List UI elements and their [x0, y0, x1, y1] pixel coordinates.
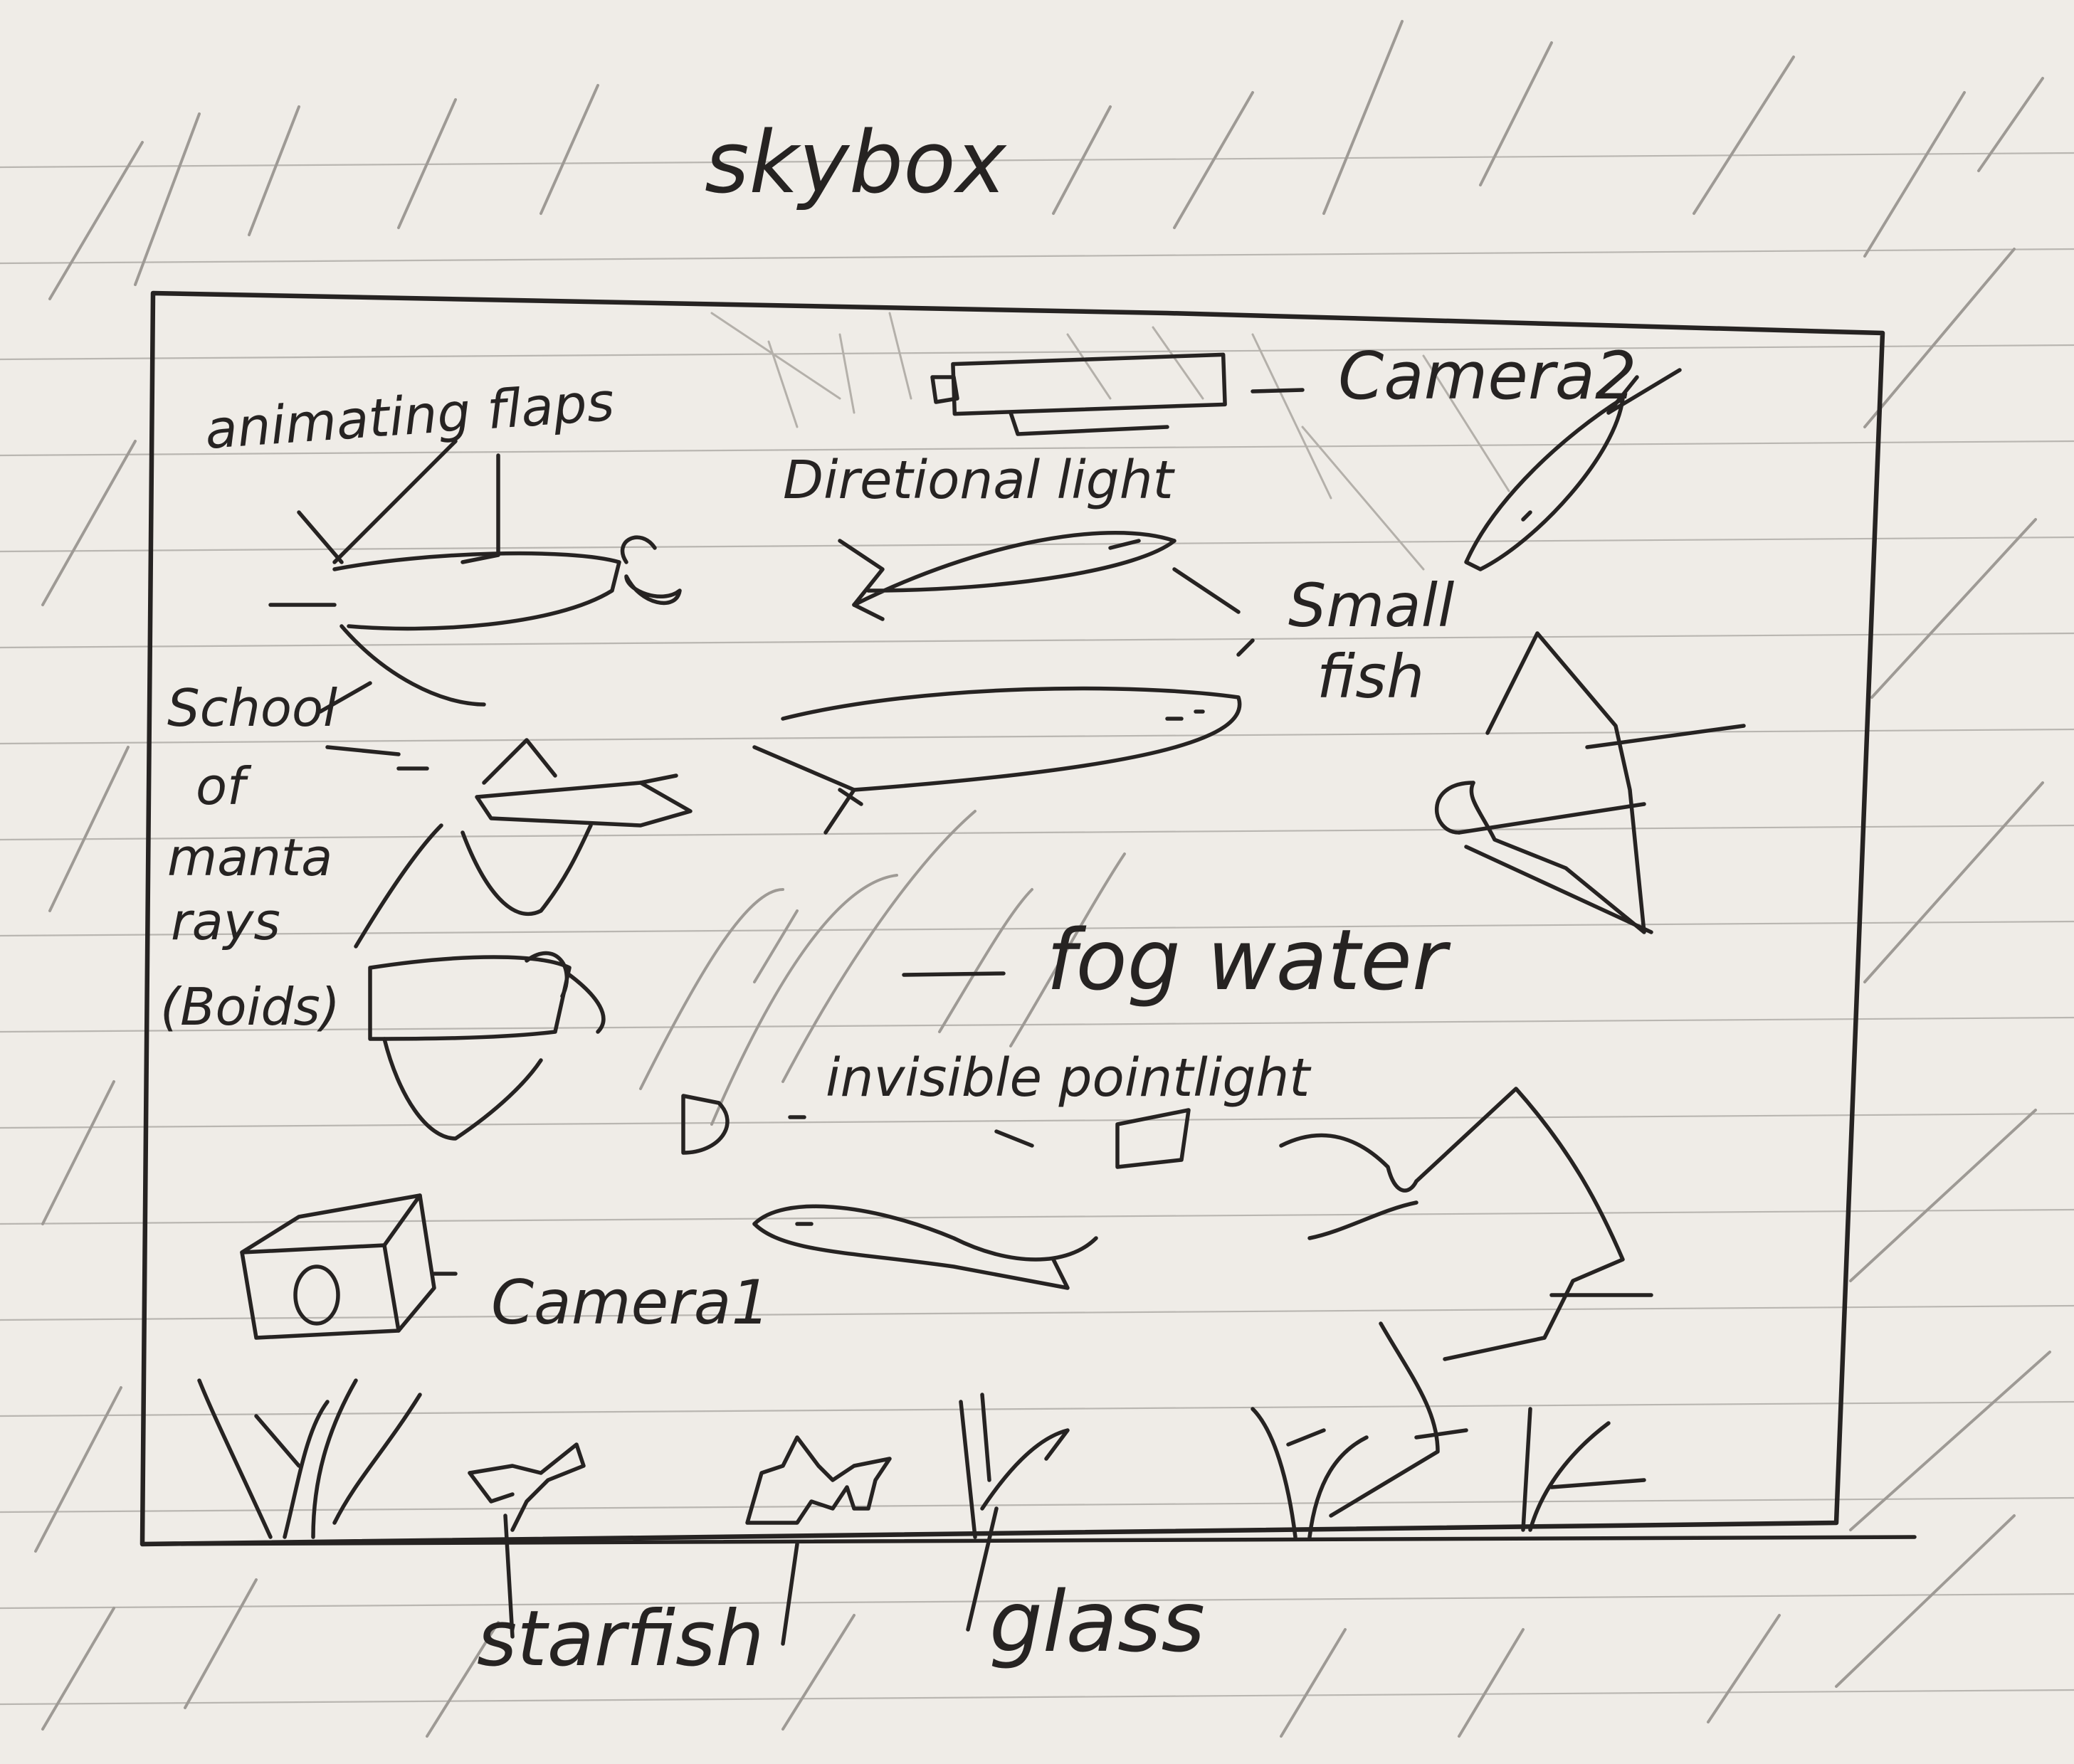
tank-outline: [140, 290, 1885, 1547]
label-school-line5: (Boids): [160, 977, 340, 1037]
ruled-lines: [0, 152, 2074, 1706]
small-fish-top: [838, 531, 1177, 621]
label-fog-water: fog water: [1046, 911, 1451, 1009]
label-invisible-pointlight: invisible pointlight: [826, 1047, 1312, 1109]
skybox-hatching: [34, 20, 2051, 1738]
pointer-lines: [318, 567, 1255, 1646]
fish-top-right: [1464, 368, 1682, 571]
manta-ray-right: [1435, 631, 1746, 934]
camera2-device: [930, 352, 1305, 436]
label-animating-flaps: animating flaps: [203, 371, 616, 461]
manta-school: [354, 738, 693, 1141]
tank-floor-line: [140, 1535, 1917, 1546]
label-small-fish-line1: Small: [1288, 571, 1454, 640]
light-rays: [710, 312, 1510, 571]
label-school-line3: manta: [167, 828, 332, 887]
big-fish-middle: [752, 686, 1242, 835]
camera1-device: [240, 1193, 458, 1340]
rock-shape: [745, 1435, 892, 1525]
point-lights: [681, 1094, 1191, 1169]
label-directional-light: Diretional light: [783, 450, 1176, 511]
seabed-plants: [197, 1378, 1646, 1539]
label-small-fish-line2: fish: [1317, 642, 1424, 712]
shark-top-left: [268, 439, 682, 707]
label-camera1: Camera1: [491, 1267, 770, 1338]
label-starfish: starfish: [477, 1595, 764, 1684]
label-school-line1: School: [167, 678, 337, 738]
fog-hatching: [639, 810, 1126, 1126]
label-school-line4: rays: [171, 892, 280, 951]
starfish-shape: [468, 1442, 586, 1532]
small-fish-bottom: [752, 1204, 1098, 1290]
label-school-line2: of: [196, 756, 252, 816]
label-glass: glass: [989, 1573, 1205, 1671]
manta-ray-bottom-right: [1279, 1087, 1653, 1518]
label-camera2: Camera2: [1338, 338, 1637, 414]
label-skybox: skybox: [705, 114, 1008, 213]
